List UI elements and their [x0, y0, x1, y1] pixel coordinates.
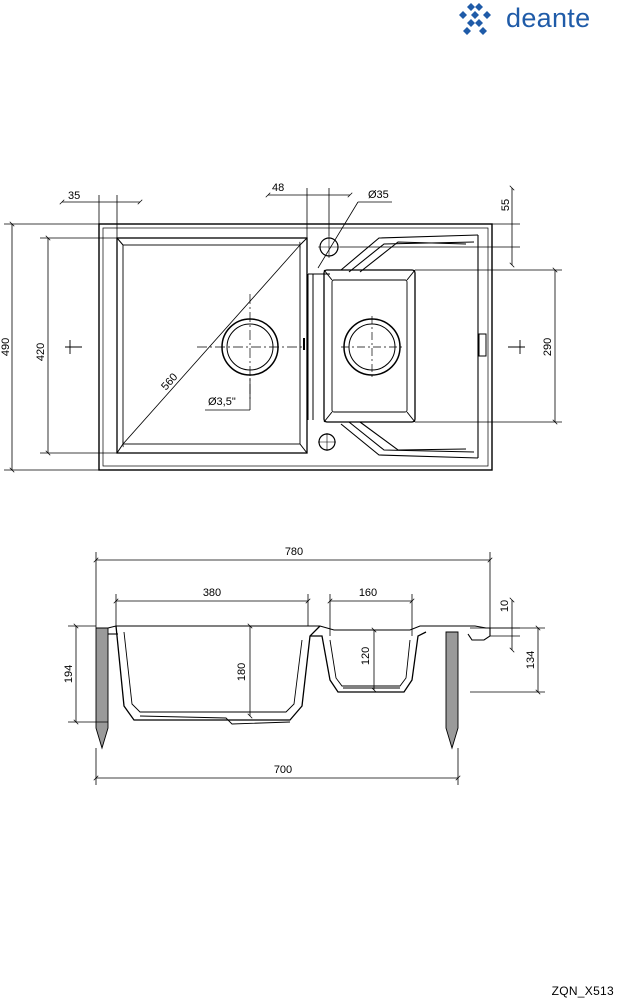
dim-160: 160 [359, 587, 377, 599]
top-view-dimensions [4, 185, 562, 473]
side-view-labels: 780 380 160 10 194 180 120 134 700 [63, 546, 537, 776]
dim-380: 380 [203, 587, 221, 599]
dim-194: 194 [63, 665, 75, 683]
small-drain [341, 316, 403, 378]
sink-outline [98, 223, 493, 471]
small-bowl-section [310, 631, 427, 693]
top-view [65, 223, 525, 471]
dim-10: 10 [499, 600, 511, 612]
side-view [95, 625, 491, 750]
side-view-dimensions [68, 552, 545, 785]
sink-inner-rim [102, 227, 489, 467]
top-view-labels: 35 48 Ø35 55 490 420 290 560 Ø3,5" [0, 182, 554, 408]
dim-560: 560 [159, 371, 180, 393]
dim-drain: Ø3,5" [208, 396, 236, 408]
dim-120: 120 [360, 647, 372, 665]
deante-diamond-logo-icon [459, 3, 491, 35]
dim-420: 420 [35, 343, 47, 361]
right-wall [445, 631, 459, 750]
dim-hole-diameter: Ø35 [368, 189, 389, 201]
middle-section [307, 236, 340, 451]
dim-48: 48 [272, 182, 284, 194]
dim-700: 700 [274, 764, 292, 776]
overflow-slot [478, 333, 487, 357]
dim-55: 55 [500, 199, 512, 211]
dim-134: 134 [525, 651, 537, 669]
dim-180: 180 [236, 663, 248, 681]
dim-35: 35 [68, 190, 80, 202]
drainer-area [340, 234, 487, 459]
left-wall [95, 627, 109, 750]
dim-490: 490 [0, 338, 12, 356]
dim-290: 290 [542, 338, 554, 356]
small-bowl [323, 269, 416, 423]
large-bowl-section [115, 625, 321, 725]
brand-logo: deante [458, 0, 620, 36]
dim-780: 780 [285, 546, 303, 558]
product-code: ZQN_X513 [551, 984, 614, 998]
brand-name: deante [506, 3, 591, 33]
